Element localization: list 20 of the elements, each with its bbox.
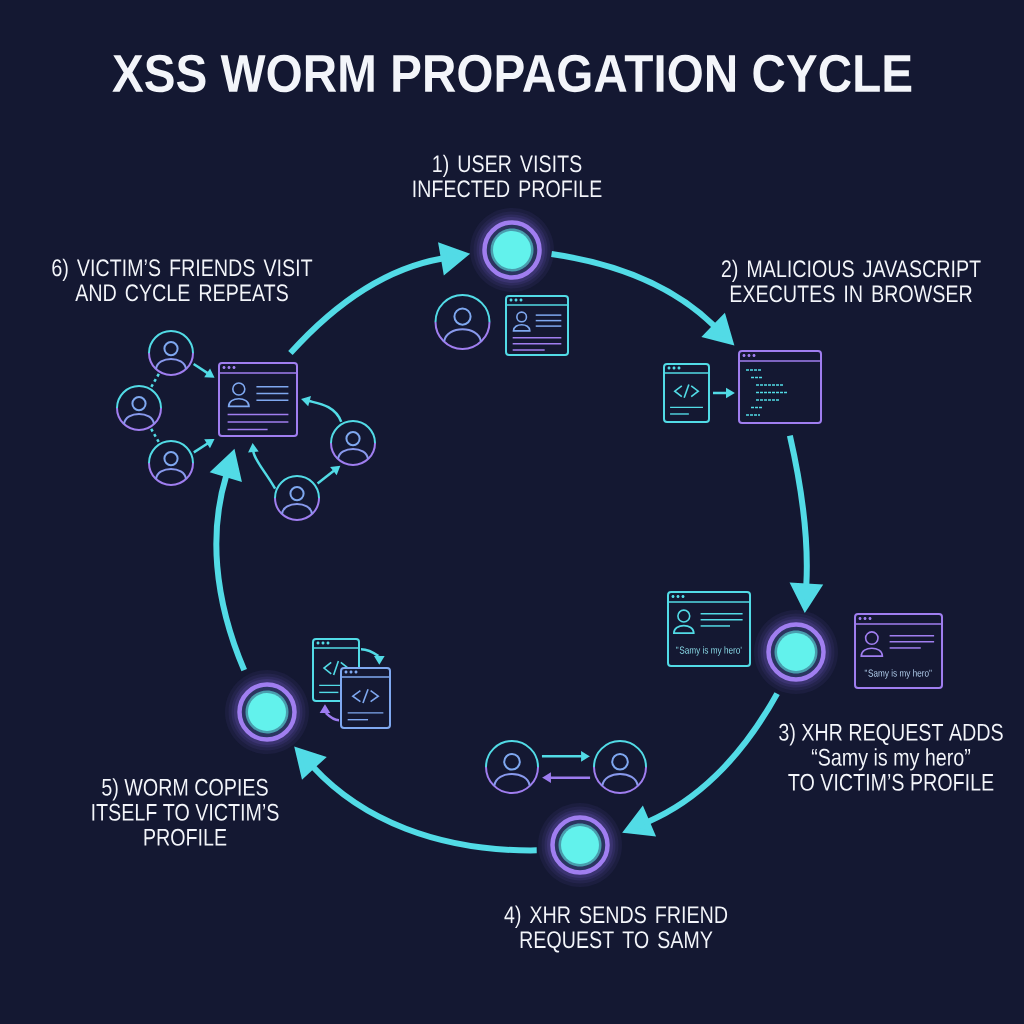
step-label: 6) VICTIM’S FRIENDS VISIT AND CYCLE REPEATS (52, 258, 313, 302)
step-label: 5) WORM COPIES ITSELF TO VICTIM’S PROFILE (92, 778, 279, 846)
user-icon (148, 330, 194, 376)
profile-card: "Samy is my hero" (854, 613, 943, 689)
user-icon (274, 475, 320, 521)
step-label: 2) MALICIOUS JAVASCRIPT EXECUTES IN BROWSER (721, 259, 981, 303)
profile-card: "Samy is my hero' (667, 591, 751, 667)
dashed-line (150, 373, 160, 388)
user-icon (330, 420, 376, 466)
user-icon (593, 740, 647, 794)
step-label: 4) XHR SENDS FRIEND REQUEST TO SAMY (504, 905, 728, 953)
code-window (340, 667, 391, 729)
dashed-line (150, 428, 160, 443)
step-label: 1) USER VISITS INFECTED PROFILE (413, 154, 602, 198)
step-label: 3) XHR REQUEST ADDS “Samy is my hero” TO VICTIM’S PROFILE (779, 723, 1003, 791)
user-icon (485, 740, 539, 794)
code-window (663, 363, 710, 423)
user-icon (148, 440, 194, 486)
title: XSS WORM PROPAGATION CYCLE (112, 54, 912, 93)
user-icon (116, 385, 162, 431)
